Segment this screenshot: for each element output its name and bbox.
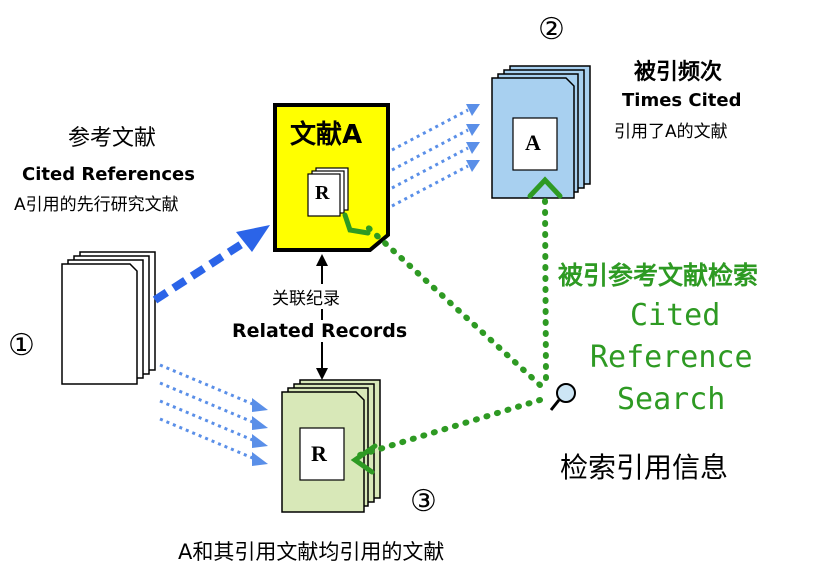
- search-english-line3: Search: [617, 382, 726, 417]
- cited-references-desc: A引用的先行研究文献: [14, 195, 179, 215]
- marker-two: ②: [538, 12, 565, 47]
- related-records-arrow: [316, 254, 328, 380]
- related-records-caption: A和其引用文献均引用的文献: [178, 540, 445, 564]
- related-records-english: Related Records: [232, 320, 408, 342]
- cited-reference-search-lines: [357, 197, 549, 458]
- marker-three: ③: [410, 484, 437, 519]
- search-english-line1: Cited: [630, 298, 721, 333]
- times-cited-letter: A: [525, 130, 541, 155]
- cites-arrow: [152, 225, 270, 304]
- search-english-line2: Reference: [590, 340, 753, 375]
- cited-references-title: 参考文献: [68, 126, 157, 151]
- related-records-stack: [281, 379, 381, 513]
- document-a-letter: R: [315, 182, 330, 204]
- times-cited-desc: 引用了A的文献: [614, 122, 728, 142]
- times-cited-title: 被引频次: [634, 60, 723, 85]
- search-caption: 检索引用信息: [560, 451, 729, 484]
- related-arrows: [159, 363, 256, 461]
- document-a: [273, 103, 390, 252]
- search-chinese: 被引参考文献检索: [558, 261, 759, 290]
- times-cited-stack: [491, 65, 591, 199]
- document-a-title: 文献A: [290, 120, 363, 150]
- cited-references-stack: [61, 251, 156, 385]
- related-records-letter: R: [311, 441, 327, 466]
- related-records-chinese: 关联纪录: [272, 284, 340, 309]
- marker-one: ①: [8, 328, 35, 363]
- times-cited-arrows: [391, 108, 469, 208]
- magnifier-icon: [549, 383, 576, 411]
- cited-references-english: Cited References: [22, 164, 195, 185]
- times-cited-english: Times Cited: [622, 90, 742, 111]
